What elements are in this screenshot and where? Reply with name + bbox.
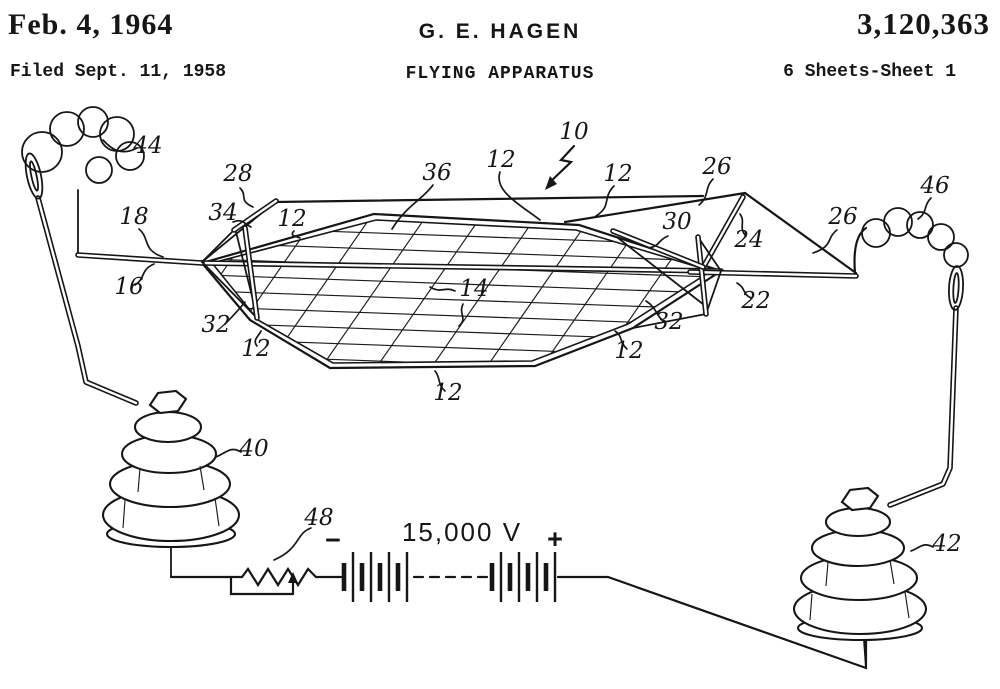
ref-label-12-left: 12	[277, 206, 306, 232]
right-coil	[853, 207, 969, 275]
ref-label-36: 36	[422, 160, 451, 186]
longitudinal-spar	[199, 260, 724, 274]
left-truss	[201, 198, 279, 321]
ref-label-12-top-a: 12	[486, 147, 515, 173]
right-insulator-nut	[840, 486, 880, 512]
leader-lines	[102, 139, 934, 561]
ref-label-46: 46	[919, 173, 949, 199]
inventor-name: G. E. HAGEN	[418, 20, 582, 43]
minus-sign: −	[325, 525, 341, 555]
upper-spar	[273, 194, 705, 204]
left-coil	[21, 106, 145, 254]
resistor-zigzag	[240, 566, 343, 588]
patent-number: 3,120,363	[857, 6, 990, 41]
ref-label-30: 30	[662, 209, 691, 235]
ref-label-26-right: 26	[827, 204, 857, 230]
ref-label-40: 40	[238, 436, 268, 462]
left-rod	[24, 152, 139, 406]
ref-label-28: 28	[222, 161, 252, 187]
left-insulator	[101, 389, 241, 578]
right-wing	[563, 191, 859, 279]
battery-bank-left	[341, 552, 409, 602]
ref-label-32-right: 32	[654, 309, 683, 335]
ref-label-26-top: 26	[701, 154, 731, 180]
ref-label-22: 22	[740, 288, 770, 314]
ref-label-14: 14	[459, 276, 488, 302]
ref-label-42: 42	[931, 531, 961, 557]
figure-arrow	[545, 144, 576, 190]
patent-title: FLYING APPARATUS	[405, 64, 595, 84]
ref-label-16: 16	[114, 274, 143, 300]
ref-label-18: 18	[119, 204, 148, 230]
ref-label-48: 48	[303, 505, 333, 531]
ref-label-44: 44	[132, 133, 162, 159]
right-insulator	[792, 486, 928, 669]
ref-label-12-top-b: 12	[603, 161, 632, 187]
right-truss	[610, 228, 722, 329]
ref-label-32-left: 32	[201, 312, 230, 338]
sheet-info: 6 Sheets-Sheet 1	[783, 62, 956, 82]
filing-date: Filed Sept. 11, 1958	[10, 62, 227, 82]
left-insulator-nut	[148, 389, 188, 415]
circuit-wiring	[169, 566, 868, 670]
ref-label-10: 10	[559, 119, 588, 145]
ref-label-24: 24	[733, 227, 763, 253]
left-boom	[75, 252, 205, 266]
plus-sign: +	[547, 524, 563, 554]
ref-label-12-bottom-left: 12	[241, 336, 270, 362]
ref-label-12-bottom: 12	[433, 380, 462, 406]
ref-label-12-bottom-right: 12	[614, 338, 643, 364]
right-rod	[887, 265, 964, 508]
voltage-label: 15,000 V	[402, 517, 522, 547]
battery-bank-right	[489, 552, 557, 602]
ref-label-34: 34	[208, 200, 237, 226]
reference-numerals: 44 28 36 12 10 12 26 46 18 34 12 30 24 2…	[114, 119, 961, 557]
patent-date: Feb. 4, 1964	[8, 8, 174, 41]
